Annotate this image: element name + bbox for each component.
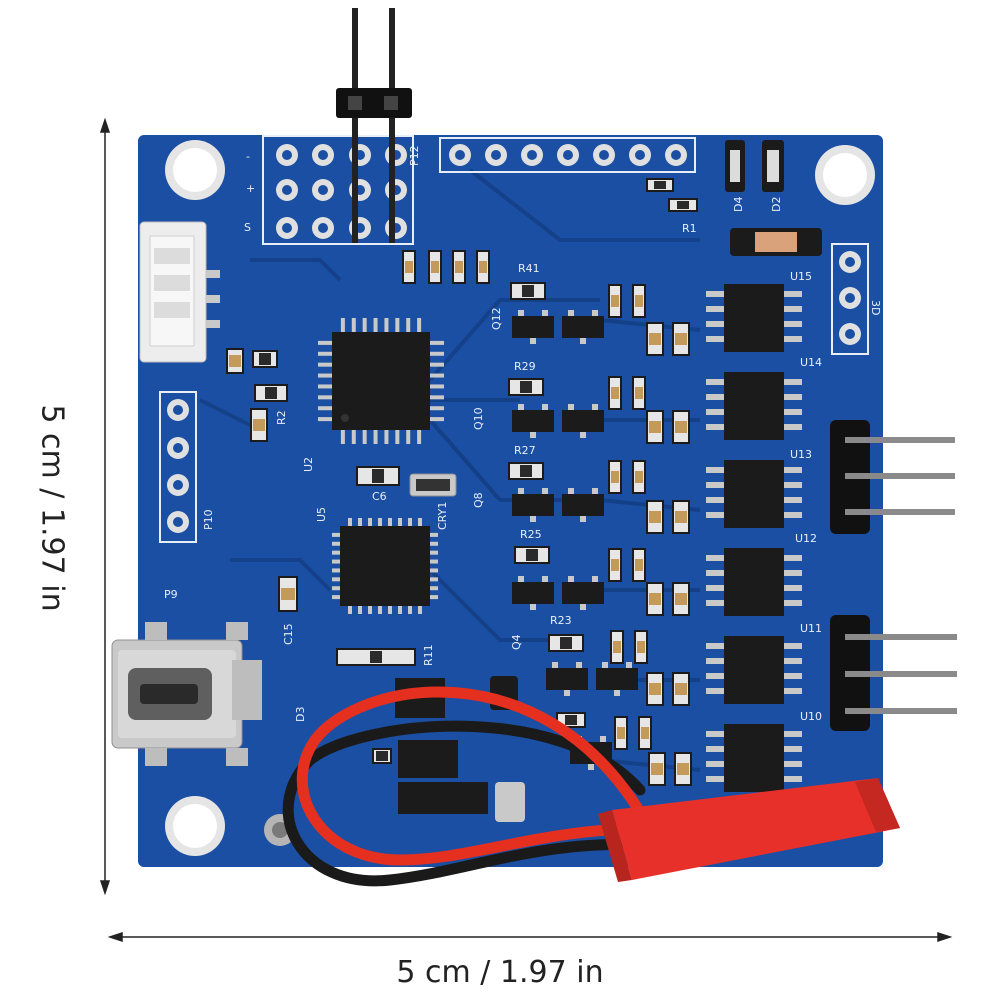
label-d2: D2 — [770, 197, 783, 212]
label-p12: P12 — [408, 145, 421, 166]
transistor — [546, 668, 588, 690]
label-r23: R23 — [550, 614, 572, 627]
status-leds — [725, 140, 822, 256]
label-u15: U15 — [790, 270, 812, 283]
label-c15: C15 — [282, 623, 295, 645]
black-wire — [282, 720, 696, 887]
red-wire — [296, 686, 696, 866]
header-p10-pads — [159, 391, 197, 543]
vertical-dimension-label: 5 cm / 1.97 in — [34, 404, 70, 612]
driver-ic — [724, 372, 784, 440]
label-3d: 3D — [869, 300, 882, 315]
label-c6: C6 — [372, 490, 387, 503]
red-jst-connector — [598, 778, 900, 882]
pin-header-top — [336, 8, 412, 243]
label-r41: R41 — [518, 262, 540, 275]
label-u12: U12 — [795, 532, 817, 545]
right-angle-header-lower — [830, 615, 957, 731]
label-u2: U2 — [302, 457, 315, 472]
transistor — [512, 410, 554, 432]
label-u11: U11 — [800, 622, 822, 635]
driver-ic-column — [706, 284, 802, 792]
mini-usb-port — [111, 622, 262, 766]
transistor — [512, 494, 554, 516]
label-u5: U5 — [315, 507, 328, 522]
driver-ic — [724, 636, 784, 704]
transistor-array — [512, 310, 638, 770]
label-r2: R2 — [275, 410, 288, 425]
silkscreen-labels: P12 + - S P10 P9 3D U2 U5 CRY1 C6 C15 U1… — [164, 145, 882, 723]
transistor — [562, 410, 604, 432]
transistor — [562, 316, 604, 338]
driver-ic — [724, 724, 784, 792]
battery-wires — [282, 686, 696, 887]
label-q12: Q12 — [490, 307, 503, 330]
jst-connector-left — [139, 221, 220, 363]
label-crystal: CRY1 — [436, 502, 449, 530]
transistor — [562, 582, 604, 604]
mounting-holes — [165, 140, 875, 856]
transistor — [512, 316, 554, 338]
mcu-chip-u2 — [318, 318, 444, 444]
right-angle-header-upper — [830, 420, 955, 534]
label-r29: R29 — [514, 360, 536, 373]
label-r25: R25 — [520, 528, 542, 541]
label-r11: R11 — [422, 644, 435, 666]
label-p10: P10 — [202, 509, 215, 530]
horizontal-dimension-label: 5 cm / 1.97 in — [396, 955, 604, 990]
label-d4: D4 — [732, 197, 745, 212]
label-r27: R27 — [514, 444, 536, 457]
label-u10: U10 — [800, 710, 822, 723]
label-s: S — [244, 221, 251, 234]
label-d3: D3 — [294, 707, 307, 722]
label-q4: Q4 — [510, 634, 523, 650]
dimension-lines — [99, 117, 953, 943]
label-plus: + — [246, 182, 255, 195]
smd-components — [226, 178, 698, 786]
label-u14: U14 — [800, 356, 822, 369]
transistor — [562, 494, 604, 516]
label-p9: P9 — [164, 588, 178, 601]
driver-ic — [724, 460, 784, 528]
header-3d-pads — [831, 243, 869, 355]
transistor — [596, 668, 638, 690]
label-minus: - — [246, 150, 250, 163]
label-r1: R1 — [682, 222, 697, 235]
label-q10: Q10 — [472, 407, 485, 430]
chip-u5 — [332, 518, 438, 614]
label-u13: U13 — [790, 448, 812, 461]
driver-ic — [724, 284, 784, 352]
transistor — [512, 582, 554, 604]
label-q8: Q8 — [472, 492, 485, 508]
driver-ic — [724, 548, 784, 616]
header-p12-pads — [439, 137, 696, 173]
